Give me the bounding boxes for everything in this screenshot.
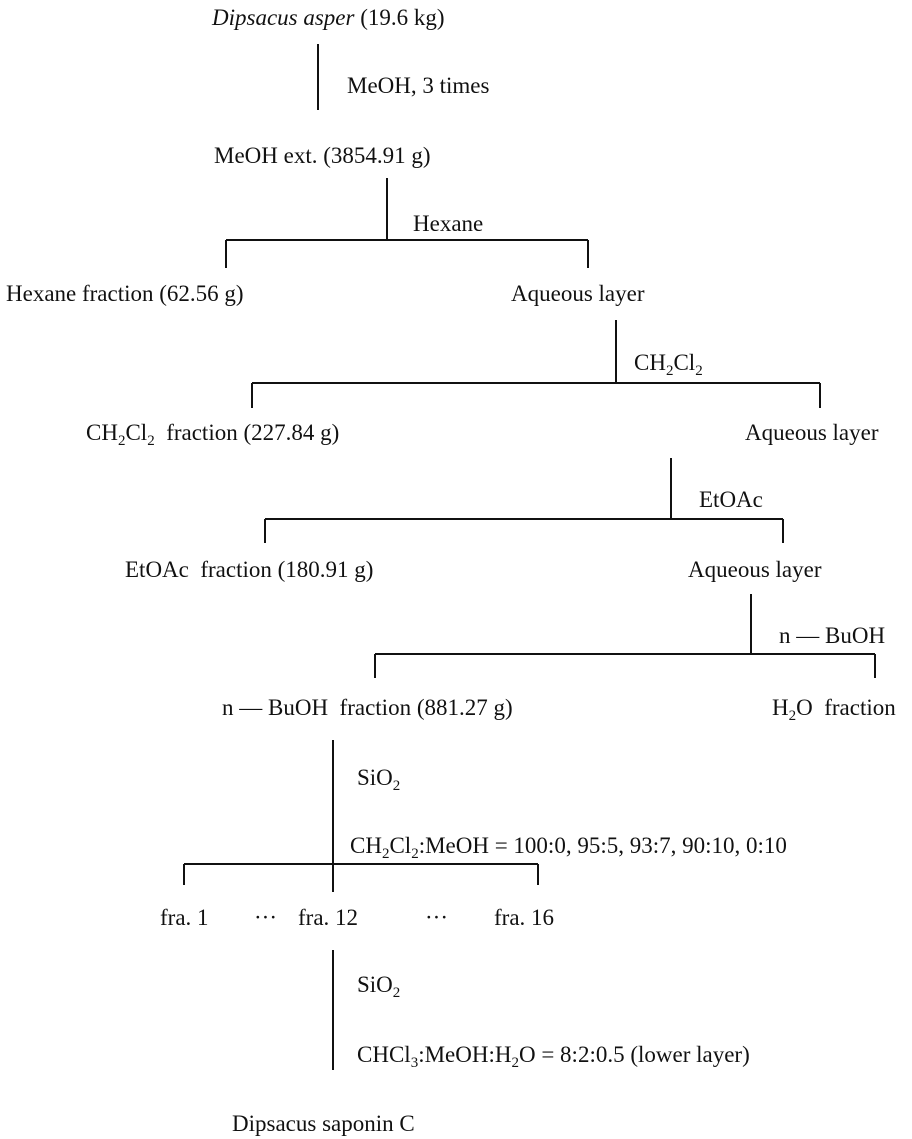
water-fraction-label: H2O fraction	[772, 695, 896, 724]
hexane-reagent: Hexane	[413, 211, 484, 236]
butanol-reagent: n — BuOH	[779, 623, 886, 648]
aqueous-layer-3-label: Aqueous layer	[688, 557, 822, 582]
fraction-12-label: fra. 12	[298, 905, 359, 930]
dichloromethane-reagent: CH2Cl2	[634, 350, 703, 379]
ellipsis-label: ···	[254, 905, 277, 930]
methanol-extract-label: MeOH ext. (3854.91 g)	[214, 143, 431, 168]
fraction-1-label: fra. 1	[160, 905, 209, 930]
silica-gel-label: SiO2	[357, 765, 401, 794]
silica-gel-label: SiO2	[357, 972, 401, 1001]
starting-mass: (19.6 kg)	[354, 5, 445, 30]
methanol-extraction-reagent: MeOH, 3 times	[347, 73, 490, 98]
hexane-fraction-label: Hexane fraction (62.56 g)	[6, 281, 244, 306]
aqueous-layer-2-label: Aqueous layer	[745, 420, 879, 445]
ethyl-acetate-reagent: EtOAc	[699, 487, 763, 512]
starting-material-label: Dipsacus asper (19.6 kg)	[212, 6, 445, 29]
elution-gradient-label: CH2Cl2:MeOH = 100:0, 95:5, 93:7, 90:10, …	[350, 833, 787, 862]
dichloromethane-fraction-label: CH2Cl2 fraction (227.84 g)	[86, 420, 340, 449]
solvent-system-label: CHCl3:MeOH:H2O = 8:2:0.5 (lower layer)	[357, 1042, 750, 1071]
fraction-16-label: fra. 16	[494, 905, 555, 930]
ethyl-acetate-fraction-label: EtOAc fraction (180.91 g)	[125, 557, 374, 582]
aqueous-layer-1-label: Aqueous layer	[511, 281, 645, 306]
butanol-fraction-label: n — BuOH fraction (881.27 g)	[222, 695, 513, 720]
species-name: Dipsacus asper	[212, 5, 355, 30]
ellipsis-label: ···	[425, 905, 448, 930]
final-product-label: Dipsacus saponin C	[232, 1111, 415, 1136]
